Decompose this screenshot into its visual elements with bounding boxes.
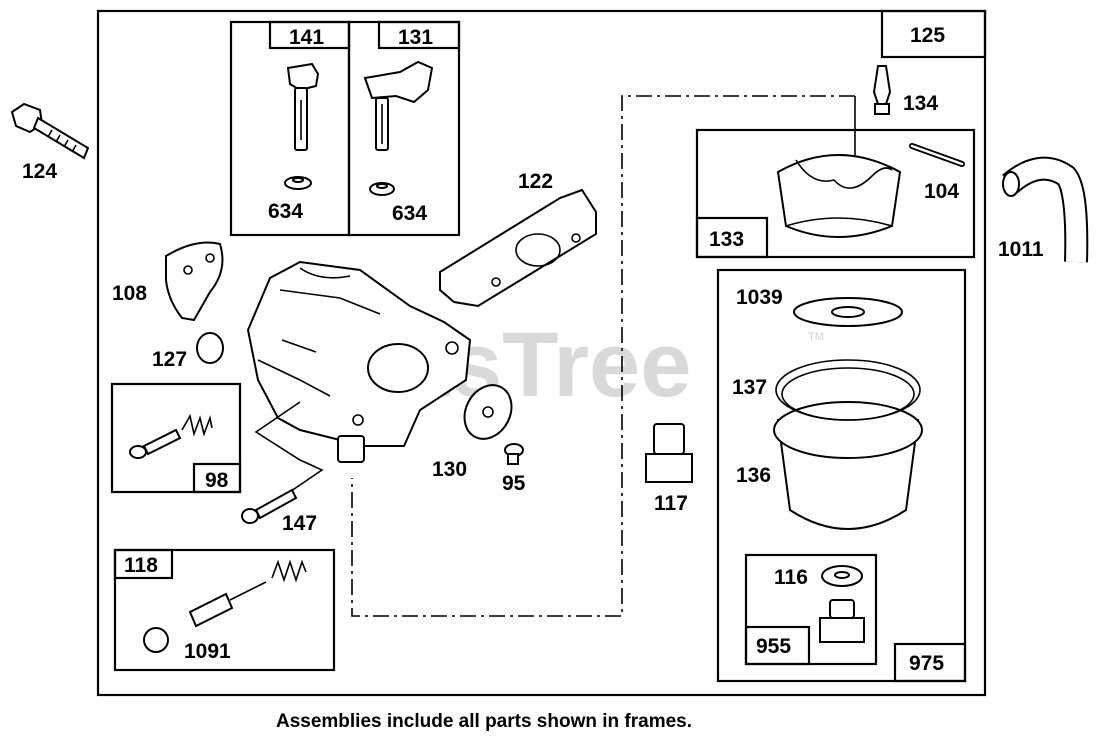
bowl-washer-part [821, 565, 863, 587]
bowl-nut-part [819, 599, 865, 643]
frame-141-tag [268, 20, 351, 50]
part-136-label: 136 [736, 464, 771, 487]
frame-133 [695, 128, 976, 259]
part-147-label: 147 [282, 512, 317, 535]
frame-141-label: 141 [289, 26, 324, 49]
frame-118-tag [113, 548, 174, 580]
part-117-label: 117 [654, 492, 688, 515]
frame-131-label: 131 [398, 26, 433, 49]
plate-screw-part [504, 443, 524, 465]
frame-98-label: 98 [205, 469, 229, 492]
carburetor-body-part [246, 260, 472, 463]
part-104-label: 104 [924, 180, 959, 203]
choke-shaft-part [284, 62, 320, 190]
frame-133-label: 133 [709, 228, 744, 251]
needle-spring-part [271, 559, 307, 583]
frame-975 [716, 268, 967, 683]
outer-frame [96, 9, 987, 697]
frame-118-label: 118 [124, 554, 158, 577]
part-1039-label: 1039 [736, 286, 783, 309]
main-jet-part [645, 423, 693, 483]
part-95-label: 95 [502, 472, 526, 495]
part-127-label: 127 [152, 348, 187, 371]
frame-133-tag [695, 216, 769, 259]
mixture-screw-part [241, 488, 298, 524]
frame-98-tag [192, 462, 242, 494]
part-1011-label: 1011 [998, 238, 1044, 261]
part-130-label: 130 [432, 458, 467, 481]
frame-125-tag [880, 9, 987, 59]
float-part [776, 154, 902, 238]
frame-118 [113, 548, 336, 672]
frame-975-tag [893, 642, 967, 683]
part-634-label-a: 634 [268, 200, 303, 223]
needle-valve-part [143, 581, 267, 653]
frame-955-label: 955 [756, 635, 791, 658]
part-108-label: 108 [112, 282, 147, 305]
frame-975-label: 975 [909, 652, 944, 675]
watermark-tm: TM [808, 331, 824, 343]
part-634-label-b: 634 [392, 202, 427, 225]
frame-125-label: 125 [910, 24, 945, 47]
throttle-shaft-part [363, 60, 434, 196]
part-122-label: 122 [518, 170, 553, 193]
frame-98 [110, 382, 242, 494]
part-134-label: 134 [903, 92, 938, 115]
idle-screw-part [129, 428, 182, 459]
fuel-hose-part [1002, 156, 1089, 263]
frame-955-tag [744, 625, 811, 666]
idle-spring-part [181, 413, 213, 437]
throttle-plate-part [463, 384, 513, 440]
part-116-label: 116 [774, 566, 808, 589]
frame-131-tag [377, 20, 461, 50]
part-137-label: 137 [732, 376, 767, 399]
part-1091-label: 1091 [184, 640, 231, 663]
welch-plug-part [196, 332, 224, 364]
frame-955 [744, 553, 878, 666]
assemblies-caption: Assemblies include all parts shown in fr… [275, 711, 693, 732]
float-bowl-part [773, 401, 923, 530]
gasket-part [439, 188, 597, 308]
part-124-label: 124 [22, 160, 57, 183]
bolt-part [10, 102, 90, 160]
linkage-wire [254, 401, 324, 505]
routing-line [351, 95, 855, 617]
choke-plate-part [165, 241, 224, 322]
bowl-oring-part [775, 359, 921, 421]
